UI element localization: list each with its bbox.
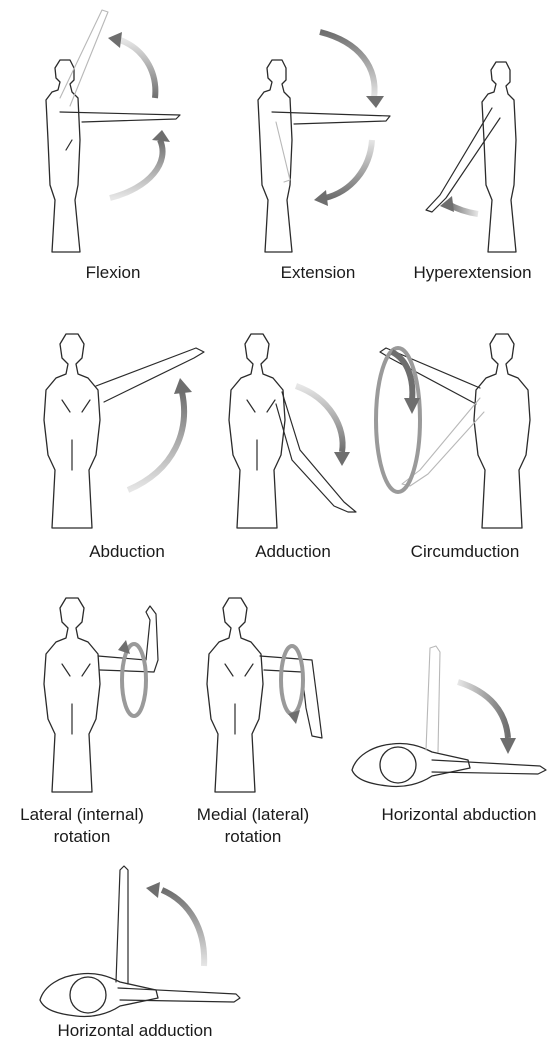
abduction-figure xyxy=(44,334,204,528)
label-horizontal-abduction: Horizontal abduction xyxy=(364,804,554,825)
label-medial-rotation-line1: Medial (lateral) xyxy=(178,804,328,825)
label-abduction: Abduction xyxy=(74,541,180,562)
lateral-rotation-figure xyxy=(44,598,158,792)
extension-figure xyxy=(258,32,390,252)
medial-rotation-figure xyxy=(207,598,322,792)
label-flexion: Flexion xyxy=(70,262,156,283)
label-circumduction: Circumduction xyxy=(390,541,540,562)
label-extension: Extension xyxy=(268,262,368,283)
label-lateral-rotation-line2: rotation xyxy=(2,826,162,847)
adduction-figure xyxy=(229,334,356,528)
label-hyperextension: Hyperextension xyxy=(395,262,550,283)
horizontal-abduction-figure xyxy=(352,646,546,787)
label-medial-rotation-line2: rotation xyxy=(178,826,328,847)
label-adduction: Adduction xyxy=(240,541,346,562)
label-horizontal-adduction: Horizontal adduction xyxy=(40,1020,230,1041)
hyperextension-figure xyxy=(426,62,516,252)
circumduction-figure xyxy=(376,334,530,528)
label-lateral-rotation-line1: Lateral (internal) xyxy=(2,804,162,825)
horizontal-adduction-figure xyxy=(40,866,240,1017)
flexion-figure xyxy=(46,10,180,252)
